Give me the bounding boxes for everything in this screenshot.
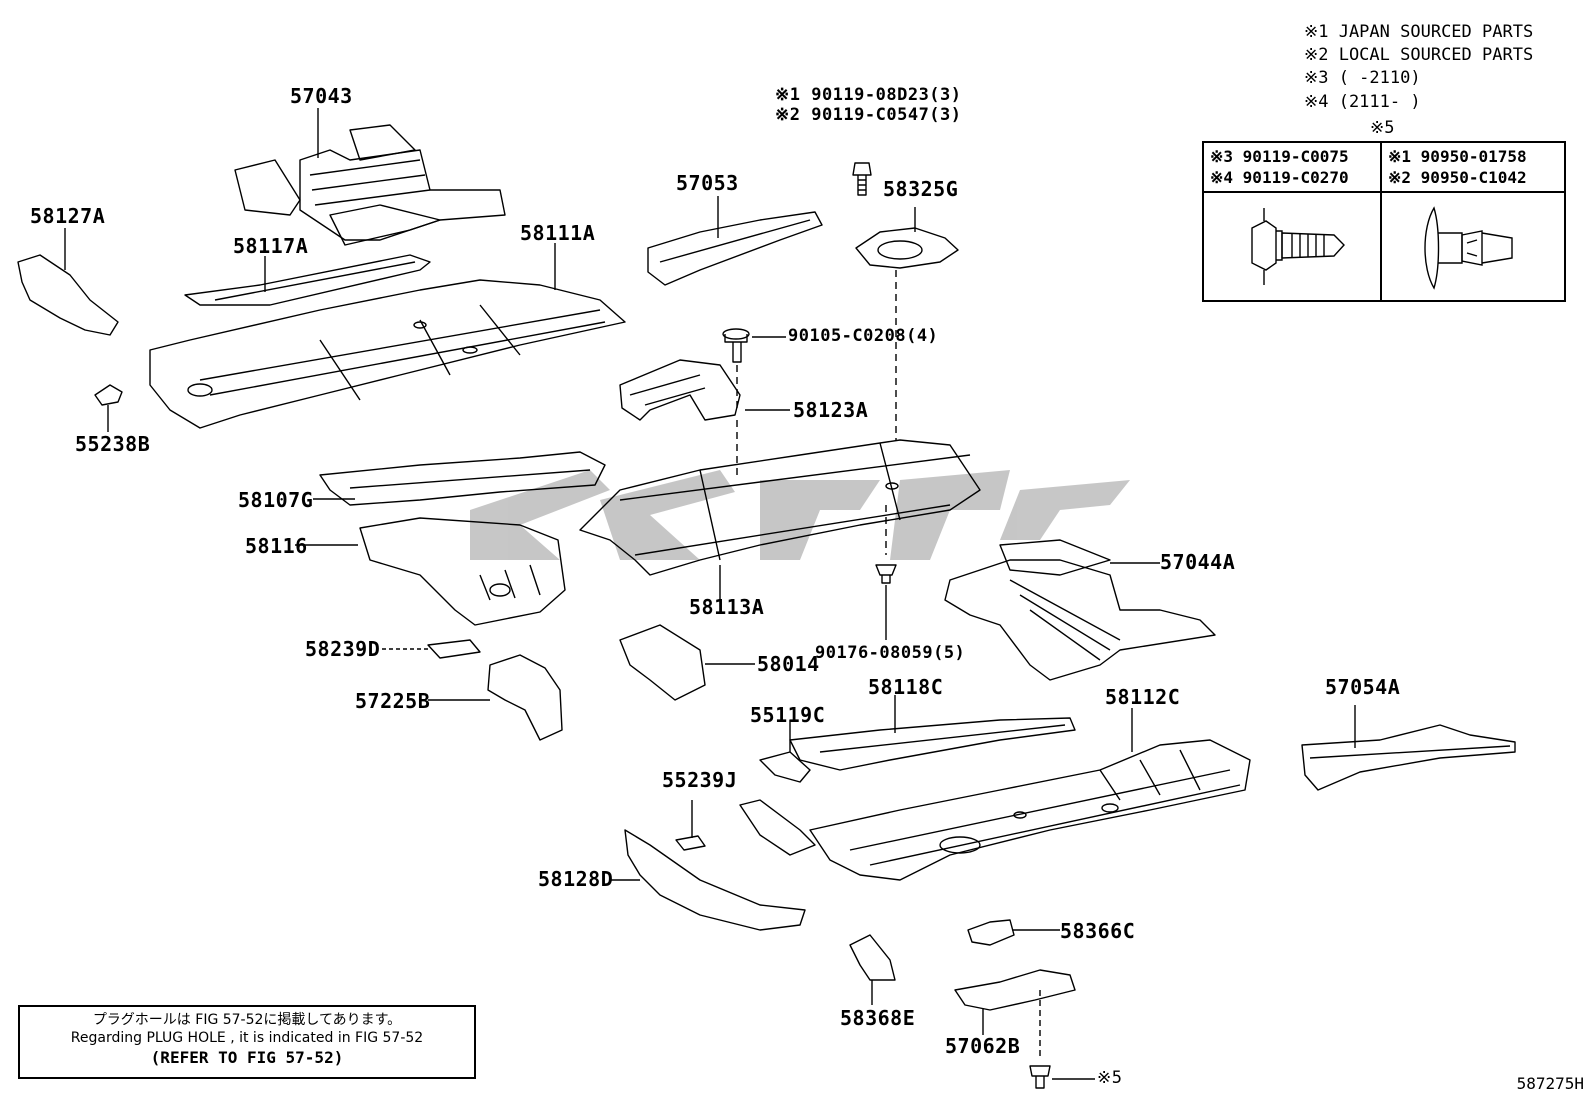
part-58368E — [849, 934, 896, 981]
part-57043-crossmember — [234, 124, 506, 246]
part-58239D — [427, 639, 481, 659]
note-japan-sourced: ※1 JAPAN SOURCED PARTS — [1304, 22, 1534, 42]
clip-90176-icon — [875, 564, 897, 584]
label-58112C: 58112C — [1105, 685, 1181, 709]
part-58111A-front-floor-pan — [149, 279, 626, 429]
label-58239D: 58239D — [305, 637, 381, 661]
part-57062B — [954, 969, 1076, 1011]
watermark-logo — [470, 470, 1130, 560]
part-58116 — [359, 517, 566, 626]
label-58325G: 58325G — [883, 177, 959, 201]
label-58128D: 58128D — [538, 867, 614, 891]
label-90105: 90105-C0208(4) — [788, 326, 939, 346]
bolt-ref5-icon — [1029, 1065, 1051, 1089]
part-58128D — [624, 799, 816, 931]
label-58368E: 58368E — [840, 1006, 916, 1030]
label-bolt-top-1: ※1 90119-08D23(3) — [775, 85, 962, 105]
part-57054A — [1301, 724, 1516, 791]
label-58107G: 58107G — [238, 488, 314, 512]
plug-note-japanese: プラグホールは FIG 57-52に掲載してあります。 — [92, 1012, 402, 1028]
legend-clip-line2: ※2 90950-C1042 — [1388, 168, 1527, 187]
label-58117A: 58117A — [233, 234, 309, 258]
part-58014 — [619, 624, 706, 701]
part-58113A-tunnel — [579, 439, 981, 576]
legend-cell-clip-header: ※1 90950-01758 ※2 90950-C1042 — [1382, 143, 1564, 193]
flange-bolt-icon — [1251, 208, 1345, 285]
label-57062B: 57062B — [945, 1034, 1021, 1058]
label-55238B: 55238B — [75, 432, 151, 456]
part-57225B — [487, 654, 563, 741]
part-57053 — [647, 211, 823, 286]
label-58118C: 58118C — [868, 675, 944, 699]
legend-bolt-line1: ※3 90119-C0075 — [1210, 147, 1349, 166]
label-55239J: 55239J — [662, 768, 738, 792]
figure-id: 587275H — [1516, 1074, 1584, 1093]
legend-clip-line1: ※1 90950-01758 — [1388, 147, 1527, 166]
legend-cell-clip-image — [1382, 193, 1564, 300]
label-58116: 58116 — [245, 534, 308, 558]
push-clip-icon — [1424, 206, 1513, 290]
label-58111A: 58111A — [520, 221, 596, 245]
label-57225B: 57225B — [355, 689, 431, 713]
label-57044A: 57044A — [1160, 550, 1236, 574]
plug-note-english: Regarding PLUG HOLE , it is indicated in… — [70, 1030, 424, 1046]
note-local-sourced: ※2 LOCAL SOURCED PARTS — [1304, 45, 1534, 65]
label-bolt-top-2: ※2 90119-C0547(3) — [775, 105, 962, 125]
label-ref5: ※5 — [1097, 1068, 1123, 1088]
part-58107G — [319, 451, 606, 506]
label-90176: 90176-08059(5) — [815, 643, 966, 663]
label-58113A: 58113A — [689, 595, 765, 619]
label-55119C: 55119C — [750, 703, 826, 727]
part-58366C — [967, 919, 1015, 946]
part-58127A — [17, 254, 119, 336]
legend-bolt-line2: ※4 90119-C0270 — [1210, 168, 1349, 187]
label-58127A: 58127A — [30, 204, 106, 228]
legend-cell-bolt-image — [1204, 193, 1382, 300]
note-ref5: ※5 — [1370, 118, 1395, 138]
label-57043: 57043 — [290, 84, 353, 108]
label-58366C: 58366C — [1060, 919, 1136, 943]
part-58118C — [789, 717, 1076, 771]
bolt-90105-icon — [722, 328, 750, 363]
note-range-2110: ※3 ( -2110) — [1304, 68, 1421, 88]
plug-note-refer: (REFER TO FIG 57-52) — [150, 1048, 344, 1067]
legend-cell-bolt-header: ※3 90119-C0075 ※4 90119-C0270 — [1204, 143, 1382, 193]
part-55238B-clip — [94, 384, 123, 406]
note-range-2111: ※4 (2111- ) — [1304, 92, 1421, 112]
part-58123A-bracket — [619, 359, 741, 421]
part-55239J — [675, 835, 706, 851]
part-58112C-rear-floor-pan — [809, 739, 1251, 881]
part-58117A — [184, 254, 431, 306]
part-58325G — [855, 227, 959, 269]
part-57044A-crossmember — [944, 539, 1216, 681]
bolt-90119-icon — [852, 162, 872, 196]
part-55119C — [759, 751, 811, 783]
label-57054A: 57054A — [1325, 675, 1401, 699]
label-58014: 58014 — [757, 652, 820, 676]
label-57053: 57053 — [676, 171, 739, 195]
fastener-legend-table: ※3 90119-C0075 ※4 90119-C0270 ※1 90950-0… — [1202, 141, 1566, 302]
plug-hole-note: プラグホールは FIG 57-52に掲載してあります。 Regarding PL… — [18, 1005, 476, 1079]
label-58123A: 58123A — [793, 398, 869, 422]
